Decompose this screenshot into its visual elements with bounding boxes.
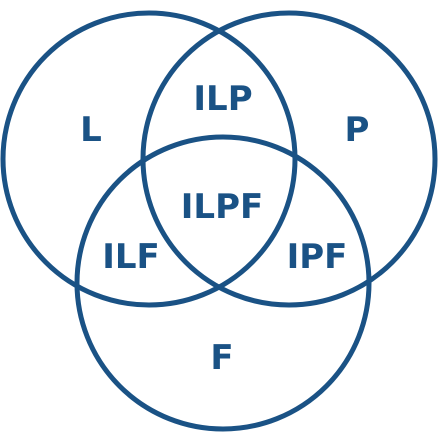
circle-l bbox=[0, 10, 298, 308]
region-label-p: P bbox=[345, 110, 370, 150]
region-label-l: L bbox=[80, 110, 102, 150]
region-label-ipf: IPF bbox=[287, 237, 348, 277]
region-label-f: F bbox=[210, 338, 233, 378]
region-label-ilpf: ILPF bbox=[181, 187, 263, 227]
circle-f bbox=[74, 134, 372, 432]
region-label-ilf: ILF bbox=[102, 237, 160, 277]
region-label-ilp: ILP bbox=[193, 79, 252, 119]
